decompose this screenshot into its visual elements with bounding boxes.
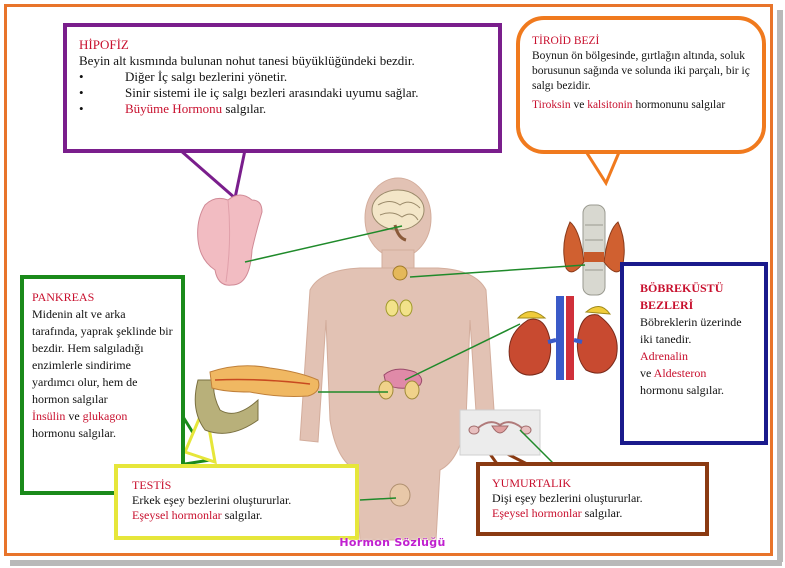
connector-lines	[244, 225, 586, 501]
testis-box: TESTİS Erkek eşey bezlerini oluştururlar…	[114, 464, 359, 540]
connector-bobrekustu	[404, 323, 521, 381]
adrenal-small-left	[385, 299, 399, 317]
tiroid-box: TİROİD BEZİ Boynun ön bölgesinde, gırtla…	[516, 16, 766, 154]
tiroid-small-illustration	[392, 265, 408, 281]
bobrekustu-title-line2: BEZLERİ	[640, 298, 694, 312]
bobrekustu-title-line1: BÖBREKÜSTÜ	[640, 281, 724, 295]
hipofiz-bubble-tail	[176, 148, 247, 201]
adrenal-small-right	[399, 299, 413, 317]
yumurtalik-text: Dişi eşey bezlerini oluştururlar.	[492, 491, 643, 505]
hipofiz-title: HİPOFİZ	[79, 37, 129, 52]
testis-text: Erkek eşey bezlerini oluştururlar.	[132, 493, 292, 507]
yumurtalik-eseysel-label: Eşeysel hormonlar	[492, 506, 582, 520]
pankreas-suffix: hormonu salgılar.	[32, 426, 116, 440]
yumurtalik-hormones: Eşeysel hormonlar salgılar.	[492, 506, 623, 520]
ovaries-illustration	[459, 409, 541, 456]
insulin-label: İnsülin	[32, 409, 66, 423]
bobrekustu-text: Böbreklerin üzerinde iki tanedir.	[640, 315, 742, 346]
hipofiz-box: HİPOFİZ Beyin alt kısmında bulunan nohut…	[63, 23, 502, 153]
bobrekustu-box: BÖBREKÜSTÜ BEZLERİ Böbreklerin üzerinde …	[620, 262, 768, 445]
bobrekustu-suffix: hormonu salgılar.	[640, 383, 724, 397]
tiroid-bubble-tail	[582, 148, 623, 187]
kalsitonin-label: kalsitonin	[587, 99, 633, 111]
pancreas-illustration	[194, 365, 320, 434]
testis-title: TESTİS	[132, 478, 172, 492]
thyroid-illustration	[563, 204, 625, 296]
pituitary-illustration	[197, 194, 263, 286]
yumurtalik-title: YUMURTALIK	[492, 476, 571, 490]
hipofiz-bullet-list: •Diğer İç salgı bezlerini yönetir. •Sini…	[79, 69, 486, 117]
tiroid-text: Boynun ön bölgesinde, gırtlağın altında,…	[532, 50, 750, 92]
hipofiz-bullet-item: •Diğer İç salgı bezlerini yönetir.	[79, 69, 288, 84]
pankreas-box: PANKREAS Midenin alt ve arka tarafında, …	[20, 275, 185, 495]
connector-testis	[359, 497, 397, 501]
testis-small-illustration	[389, 483, 411, 507]
connector-hipofiz	[244, 225, 403, 263]
kidney-small-right	[404, 380, 420, 400]
pankreas-text: Midenin alt ve arka tarafında, yaprak şe…	[32, 307, 173, 406]
yumurtalik-box: YUMURTALIK Dişi eşey bezlerini oluşturur…	[476, 462, 709, 536]
testis-hormones: Eşeysel hormonlar salgılar.	[132, 508, 263, 522]
tiroksin-label: Tiroksin	[532, 99, 571, 111]
pankreas-title: PANKREAS	[32, 290, 95, 304]
aldesteron-label: Aldesteron	[653, 366, 707, 380]
kidneys-illustration	[508, 296, 618, 380]
connector-tiroid	[409, 264, 586, 278]
glukagon-label: glukagon	[82, 409, 128, 423]
tiroid-title: TİROİD BEZİ	[532, 35, 600, 47]
kidney-small-left	[378, 380, 394, 400]
hipofiz-bullet-item: •Büyüme Hormonu salgılar.	[79, 101, 267, 116]
hipofiz-bullet-item: •Sinir sistemi ile iç salgı bezleri aras…	[79, 85, 419, 100]
bobrekustu-hormone2-line: ve Aldesteron	[640, 366, 707, 380]
frame-shadow-bottom	[10, 560, 782, 566]
footer-title: Hormon Sözlüğü	[339, 536, 446, 549]
testis-eseysel-label: Eşeysel hormonlar	[132, 508, 222, 522]
hipofiz-intro: Beyin alt kısmında bulunan nohut tanesi …	[79, 53, 415, 68]
pankreas-hormones: İnsülin ve glukagon	[32, 409, 128, 423]
frame-shadow-right	[777, 10, 783, 562]
adrenalin-label: Adrenalin	[640, 349, 688, 363]
growth-hormone-label: Büyüme Hormonu	[125, 101, 223, 116]
tiroid-hormones: Tiroksin ve kalsitonin hormonunu salgıla…	[532, 99, 726, 111]
